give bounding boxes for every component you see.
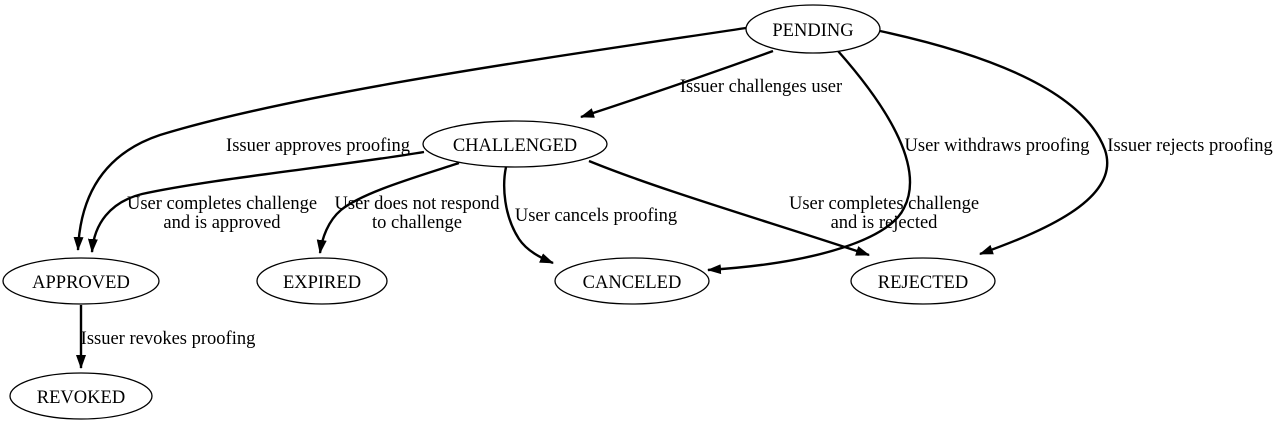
- edge-challenged-to-expired: [316, 161, 460, 254]
- edge-challenged-to-approved-label-line2: and is approved: [163, 213, 281, 233]
- edge-challenged-to-approved: [87, 150, 425, 253]
- node-revoked-label: REVOKED: [37, 388, 125, 408]
- node-revoked: REVOKED: [9, 372, 153, 420]
- edge-labels: Issuer challenges user Issuer approves p…: [81, 77, 1273, 349]
- edge-challenged-to-canceled: [503, 166, 554, 265]
- node-pending: PENDING: [745, 4, 881, 54]
- node-approved-label: APPROVED: [32, 273, 130, 293]
- edge-challenged-to-rejected: [588, 159, 870, 257]
- node-canceled-label: CANCELED: [583, 273, 682, 293]
- node-expired: EXPIRED: [256, 257, 388, 305]
- node-canceled-ellipse: [554, 257, 710, 305]
- edge-pending-to-canceled-label: User withdraws proofing: [905, 136, 1090, 156]
- node-expired-label: EXPIRED: [283, 273, 361, 293]
- edge-pending-to-canceled: [707, 50, 912, 275]
- edge-challenged-to-rejected-label-line1: User completes challenge: [789, 194, 979, 214]
- edge-challenged-to-rejected-label-line2: and is rejected: [831, 213, 939, 233]
- node-pending-ellipse: [745, 4, 881, 54]
- node-pending-label: PENDING: [772, 21, 853, 41]
- node-expired-ellipse: [256, 257, 388, 305]
- edge-approved-to-revoked-label: Issuer revokes proofing: [81, 329, 256, 349]
- edge-pending-to-rejected-label: Issuer rejects proofing: [1107, 136, 1272, 156]
- edge-pending-to-approved-label: Issuer approves proofing: [226, 136, 410, 156]
- node-revoked-ellipse: [9, 372, 153, 420]
- edge-challenged-to-expired-label-line2: to challenge: [372, 213, 462, 233]
- node-challenged-label: CHALLENGED: [453, 136, 577, 156]
- node-canceled: CANCELED: [554, 257, 710, 305]
- edge-pending-to-approved: [73, 26, 747, 251]
- edge-pending-to-challenged-label: Issuer challenges user: [680, 77, 842, 97]
- node-challenged-ellipse: [422, 120, 608, 168]
- edge-pending-to-challenged: [580, 49, 774, 119]
- nodes: PENDING CHALLENGED APPROVED EXPIRED CANC…: [2, 4, 996, 420]
- node-rejected-ellipse: [850, 257, 996, 305]
- edges: [73, 26, 1109, 369]
- node-rejected: REJECTED: [850, 257, 996, 305]
- node-challenged: CHALLENGED: [422, 120, 608, 168]
- edge-challenged-to-canceled-label: User cancels proofing: [515, 206, 677, 226]
- edge-pending-to-rejected: [879, 29, 1109, 256]
- edge-challenged-to-approved-label-line1: User completes challenge: [127, 194, 317, 214]
- node-approved-ellipse: [2, 257, 160, 305]
- node-approved: APPROVED: [2, 257, 160, 305]
- node-rejected-label: REJECTED: [878, 273, 968, 293]
- edge-challenged-to-expired-label-line1: User does not respond: [335, 194, 501, 214]
